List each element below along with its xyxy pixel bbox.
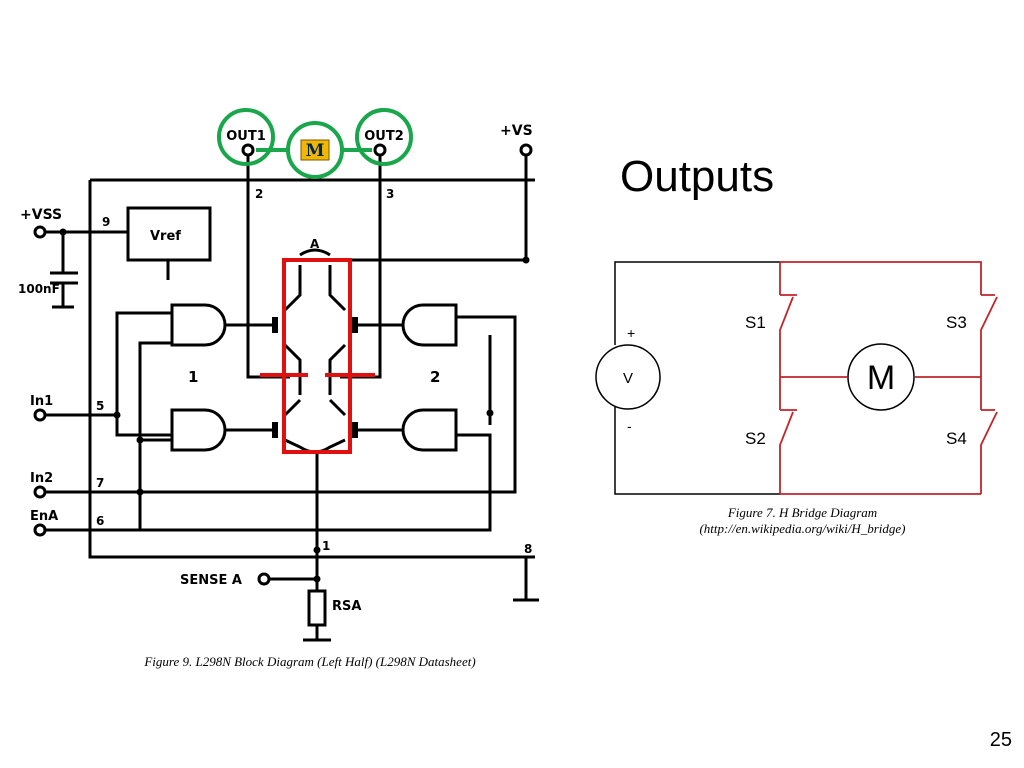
plus-label: + (627, 325, 635, 341)
vs-label: +VS (500, 123, 533, 139)
block2-label: 2 (430, 368, 440, 386)
node-a-label: A (310, 237, 320, 251)
out1-label: OUT1 (226, 129, 266, 144)
pin2-label: 2 (255, 187, 263, 201)
slide-title: Outputs (620, 152, 775, 201)
page-number: 25 (989, 729, 1012, 751)
right-figure-caption: Figure 7. H Bridge Diagram (http://en.wi… (640, 505, 965, 537)
s3-label: S3 (946, 313, 967, 332)
pin1-label: 1 (322, 539, 330, 553)
cap-label: 100nF (18, 282, 60, 296)
vss-label: +VSS (20, 207, 62, 223)
right-caption-line2: (http://en.wikipedia.org/wiki/H_bridge) (699, 521, 906, 536)
pin5-label: 5 (96, 399, 104, 413)
block1-label: 1 (188, 368, 198, 386)
s4-label: S4 (946, 429, 967, 448)
s2-label: S2 (745, 429, 766, 448)
h-bridge-diagram: M V + - S1 S2 S3 S4 (595, 261, 998, 495)
motor-label: M (867, 359, 895, 397)
pin7-label: 7 (96, 476, 104, 490)
pin9-label: 9 (102, 215, 110, 229)
left-figure-caption: Figure 9. L298N Block Diagram (Left Half… (144, 654, 476, 669)
pin3-label: 3 (386, 187, 394, 201)
pin6-label: 6 (96, 514, 104, 528)
motor-symbol (847, 343, 915, 411)
l298n-block-diagram: M OUT1 OUT2 +VS +VSS 100nF Vref In1 In2 … (18, 108, 539, 642)
svg-text:M: M (306, 141, 325, 161)
pin8-label: 8 (524, 542, 532, 556)
right-caption-line1: Figure 7. H Bridge Diagram (727, 505, 878, 520)
michigan-logo: M (300, 139, 330, 161)
sense-label: SENSE A (180, 573, 242, 588)
out2-label: OUT2 (364, 129, 404, 144)
vref-label: Vref (150, 229, 181, 244)
source-label: V (623, 370, 633, 387)
h-bridge-highlight (260, 258, 375, 454)
minus-label: - (627, 418, 632, 434)
in2-label: In2 (30, 471, 53, 486)
rsa-label: RSA (332, 599, 361, 614)
ena-label: EnA (30, 509, 58, 524)
in1-label: In1 (30, 394, 53, 409)
output-highlight (217, 108, 413, 179)
s1-label: S1 (745, 313, 766, 332)
